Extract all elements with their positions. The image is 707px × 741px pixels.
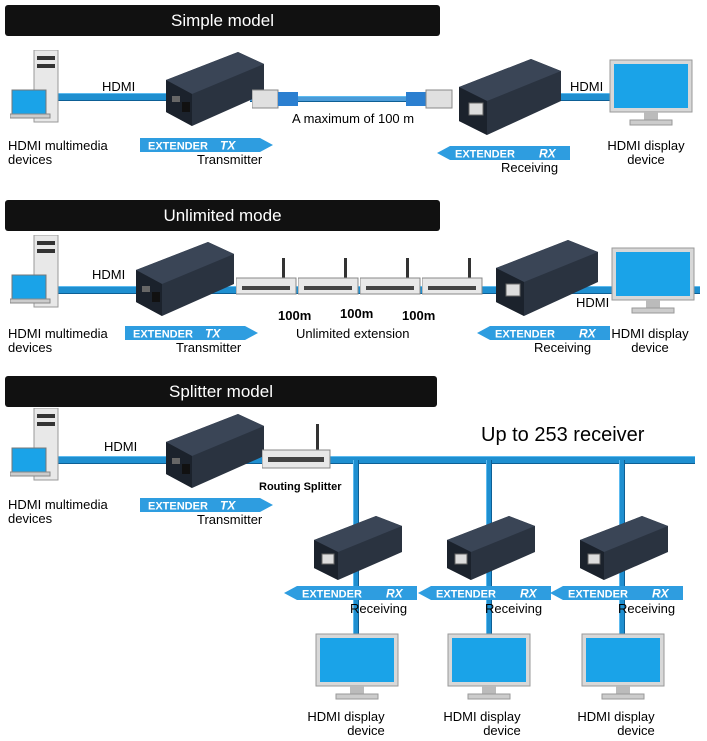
monitor-display-icon: [447, 633, 531, 700]
hdmi-cable: [540, 93, 640, 101]
monitor-display-icon: [609, 59, 693, 126]
tx-banner-word: EXTENDER: [148, 501, 208, 513]
section-title-unlimited: Unlimited mode: [5, 200, 440, 231]
display-label-line1: HDMI display: [307, 709, 385, 724]
receiving-label: Receiving: [534, 340, 592, 355]
rx-banner-code: RX: [539, 147, 557, 161]
display-label-line1: HDMI display: [607, 138, 685, 153]
receiving-label: Receiving: [501, 160, 559, 175]
extender-tx-banner: EXTENDER TX: [140, 498, 273, 513]
extender-rx-banner: EXTENDER RX: [550, 586, 683, 601]
routing-splitter-label: Routing Splitter: [259, 481, 342, 493]
rx-banner-word: EXTENDER: [455, 149, 515, 161]
rx-banner-word: EXTENDER: [302, 589, 362, 601]
receiving-label: Receiving: [618, 601, 676, 616]
max-distance-label: A maximum of 100 m: [292, 111, 415, 126]
tx-banner-code: TX: [205, 327, 221, 341]
transmitter-label: Transmitter: [176, 340, 242, 355]
display-label-line2: device: [631, 340, 669, 355]
hdmi-label: HDMI: [576, 295, 610, 310]
tx-extender-device: [166, 52, 264, 126]
rx-extender-device: [580, 516, 668, 580]
network-cable: [250, 96, 450, 102]
pc-source-icon: [10, 50, 59, 123]
tx-extender-device: [166, 414, 264, 488]
pc-source-icon: [10, 408, 59, 481]
display-label-line2: device: [483, 723, 521, 738]
tx-extender-device: [136, 242, 234, 316]
rx-banner-word: EXTENDER: [495, 329, 555, 341]
display-label-line2: device: [347, 723, 385, 738]
extender-rx-banner: EXTENDER RX: [437, 146, 570, 161]
source-label-line1: HDMI multimedia: [8, 138, 108, 153]
routing-splitter-device: [262, 424, 331, 469]
extender-tx-banner: EXTENDER TX: [125, 326, 258, 341]
source-label-line2: devices: [8, 511, 53, 526]
extender-rx-banner: EXTENDER RX: [418, 586, 551, 601]
receiving-label: Receiving: [350, 601, 408, 616]
extender-rx-banner: EXTENDER RX: [477, 326, 610, 341]
tx-banner-code: TX: [220, 139, 236, 153]
display-label-line1: HDMI display: [577, 709, 655, 724]
monitor-display-icon: [611, 247, 695, 314]
monitor-display-icon: [581, 633, 665, 700]
section-title-splitter: Splitter model: [5, 376, 437, 407]
hdmi-label: HDMI: [102, 79, 136, 94]
network-switch: [298, 258, 359, 295]
rx-extender-device: [447, 516, 535, 580]
monitor-display-icon: [315, 633, 399, 700]
hdmi-label: HDMI: [570, 79, 604, 94]
unlimited-extension-label: Unlimited extension: [296, 326, 410, 341]
tx-banner-word: EXTENDER: [133, 329, 193, 341]
rx-banner-code: RX: [520, 587, 538, 601]
rx-banner-code: RX: [579, 327, 597, 341]
rj45-connector: [406, 89, 453, 109]
pc-source-icon: [10, 235, 59, 308]
segment-label: 100m: [402, 308, 436, 323]
transmitter-label: Transmitter: [197, 152, 263, 167]
source-label-line2: devices: [8, 340, 53, 355]
rx-banner-code: RX: [652, 587, 670, 601]
network-switch: [422, 258, 483, 295]
receiver-count-label: Up to 253 receiver: [481, 424, 645, 446]
transmitter-label: Transmitter: [197, 512, 263, 527]
tx-banner-code: TX: [220, 499, 236, 513]
segment-label: 100m: [278, 308, 312, 323]
extender-rx-banner: EXTENDER RX: [284, 586, 417, 601]
source-label-line1: HDMI multimedia: [8, 326, 108, 341]
rx-banner-word: EXTENDER: [568, 589, 628, 601]
receiving-label: Receiving: [485, 601, 543, 616]
extender-tx-banner: EXTENDER TX: [140, 138, 273, 153]
hdmi-cable: [40, 93, 175, 101]
hdmi-label: HDMI: [92, 267, 126, 282]
rj45-connector: [252, 89, 298, 109]
display-label-line1: HDMI display: [611, 326, 689, 341]
network-switch: [360, 258, 421, 295]
rx-banner-code: RX: [386, 587, 404, 601]
segment-label: 100m: [340, 306, 374, 321]
rx-extender-device: [496, 240, 598, 316]
source-label-line1: HDMI multimedia: [8, 497, 108, 512]
tx-banner-word: EXTENDER: [148, 141, 208, 153]
display-label-line2: device: [617, 723, 655, 738]
display-label-line2: device: [627, 152, 665, 167]
rx-extender-device: [314, 516, 402, 580]
section-title-simple: Simple model: [5, 5, 440, 36]
rx-banner-word: EXTENDER: [436, 589, 496, 601]
rx-extender-device: [459, 59, 561, 135]
display-label-line1: HDMI display: [443, 709, 521, 724]
network-switch: [236, 258, 297, 295]
source-label-line2: devices: [8, 152, 53, 167]
hdmi-cable: [40, 456, 695, 464]
hdmi-label: HDMI: [104, 439, 138, 454]
